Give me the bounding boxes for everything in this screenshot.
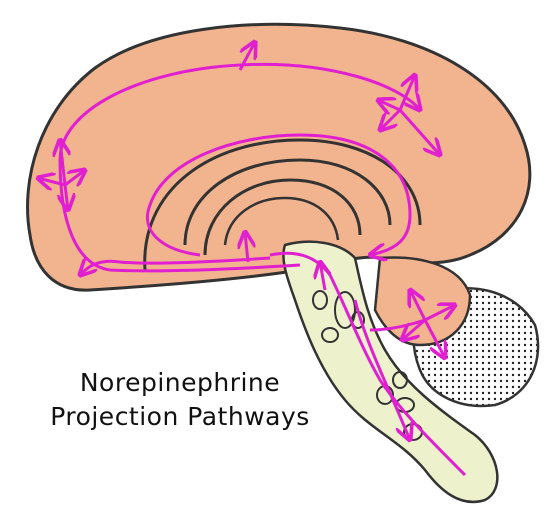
lower-lobe [375,257,470,345]
caption-line-2: Projection Pathways [30,402,330,431]
caption-line-1: Norepinephrine [30,368,330,397]
